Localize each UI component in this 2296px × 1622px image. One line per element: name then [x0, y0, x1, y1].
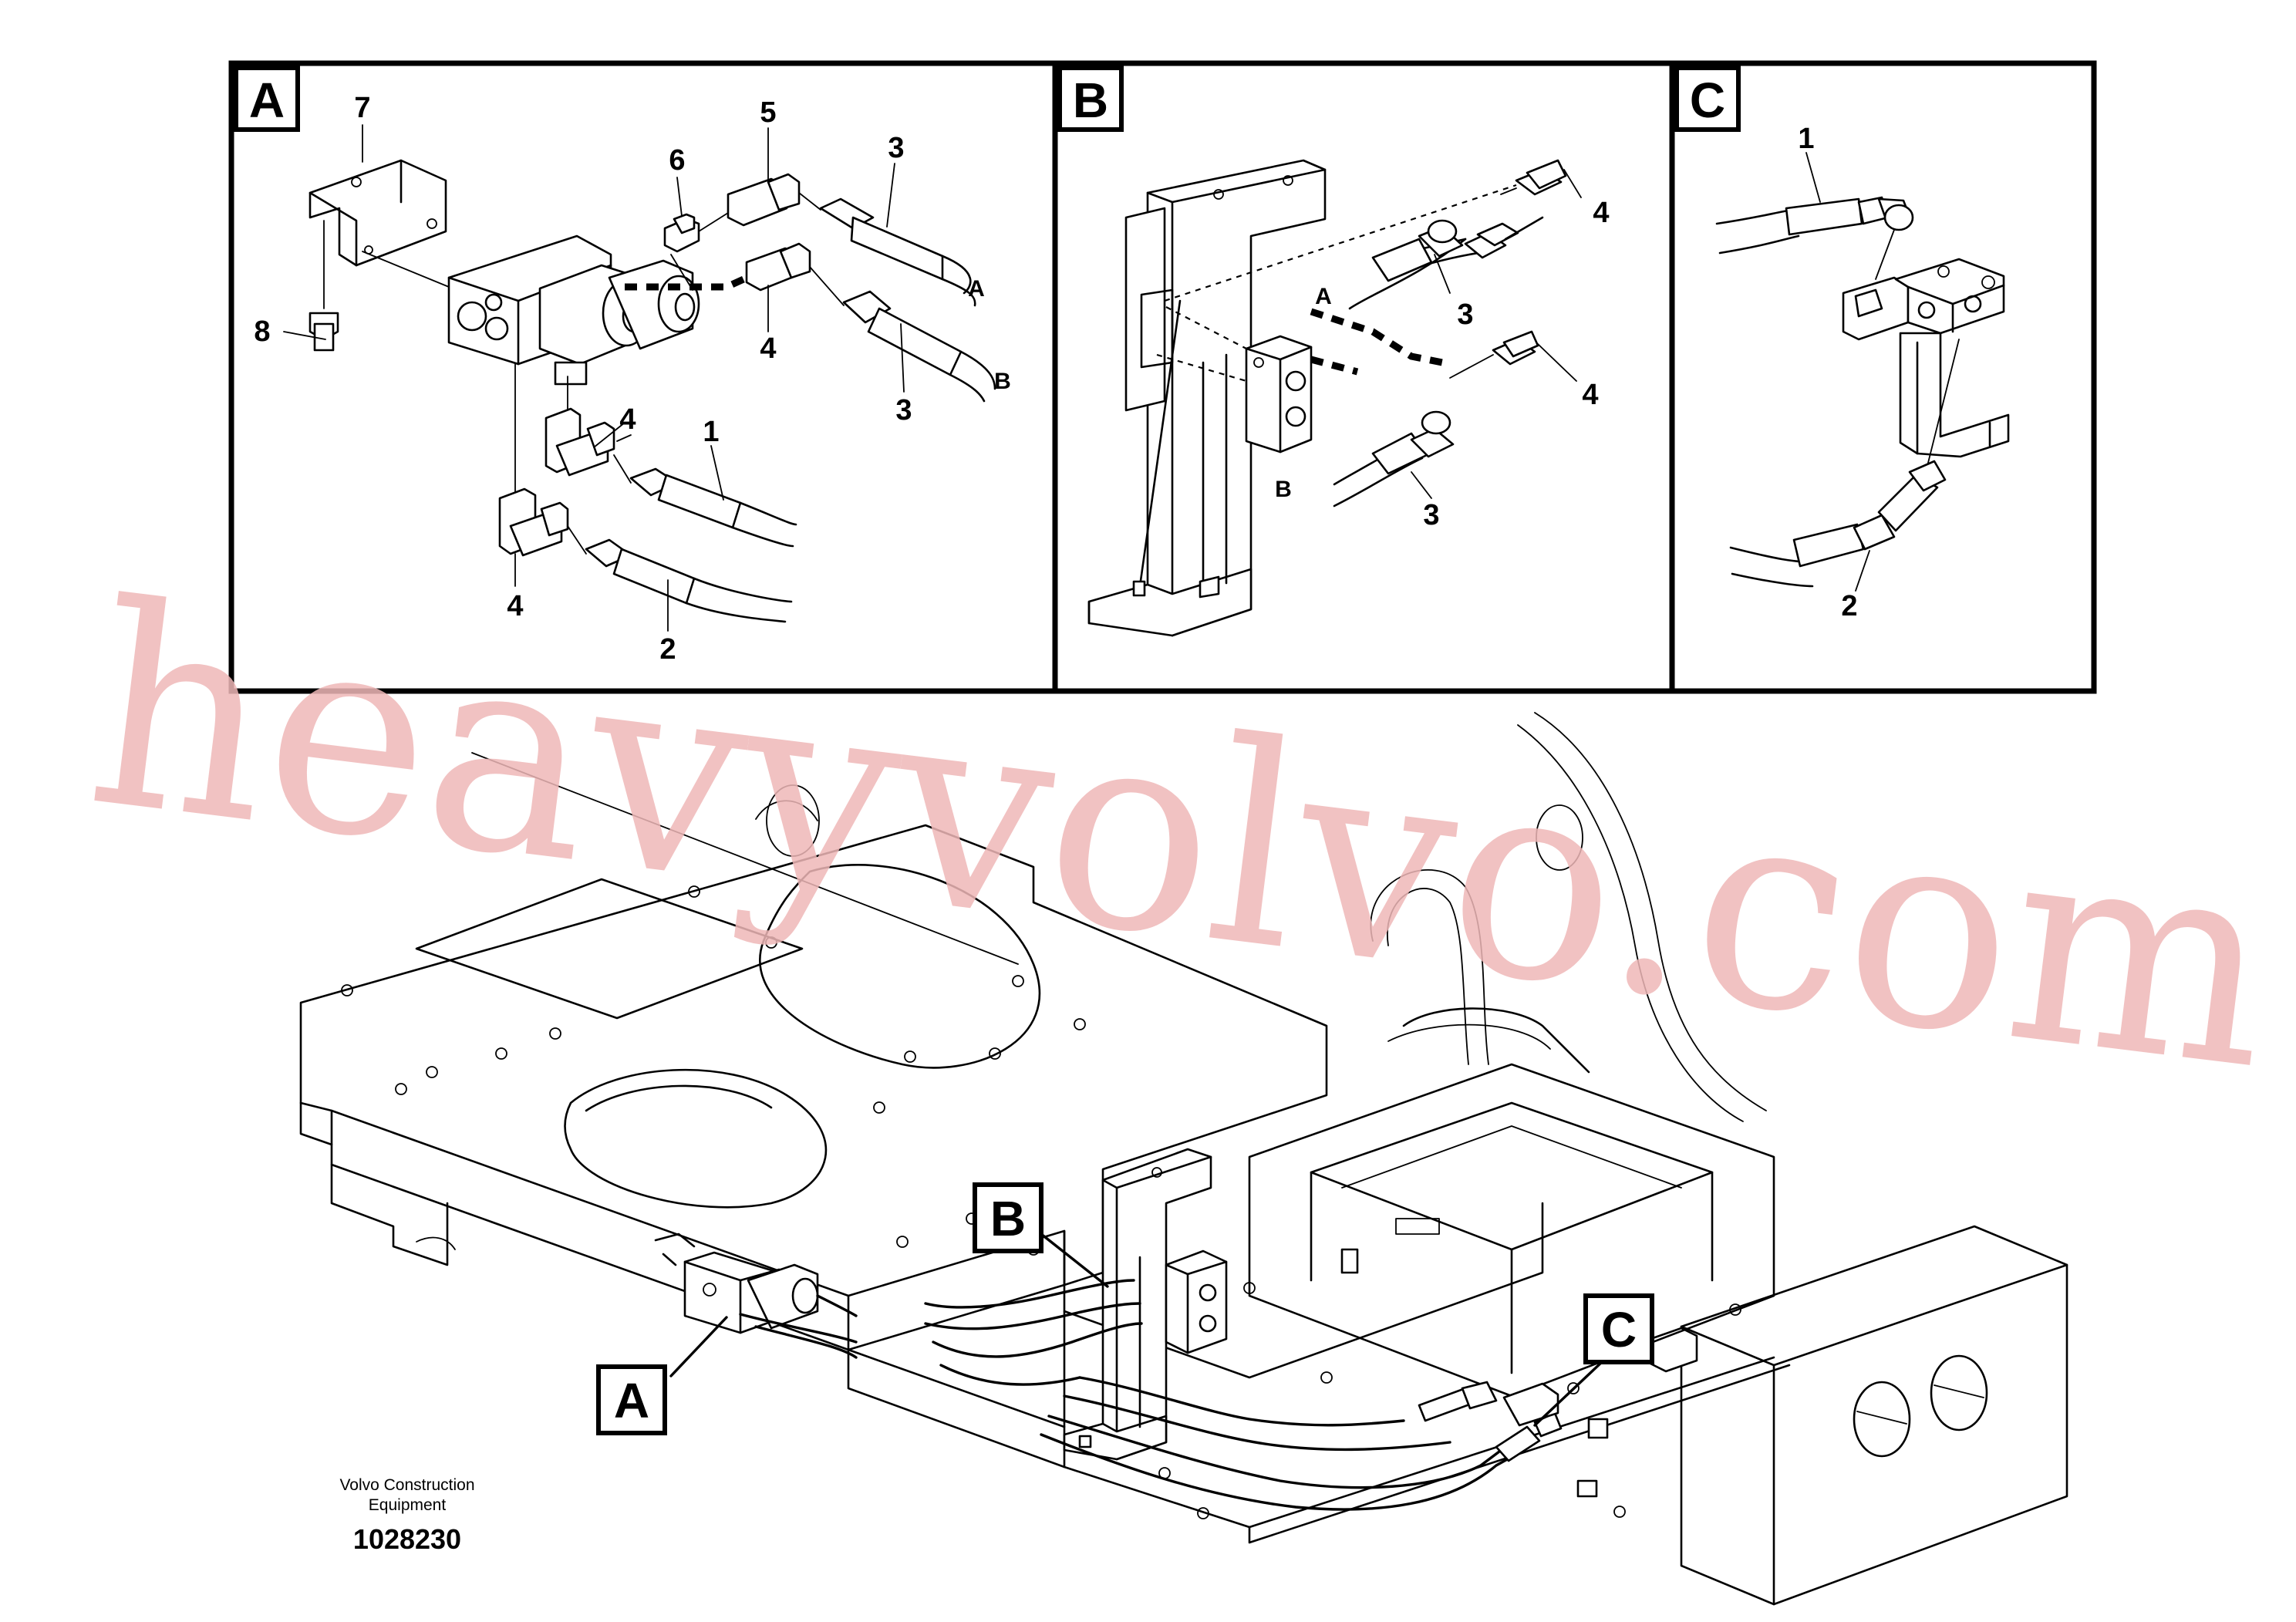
panel-c-callout-2: 2	[1841, 590, 1857, 622]
panel-a-drawing: A B	[254, 92, 1010, 666]
panel-a-callout-2: 2	[659, 633, 676, 666]
hose-part-2	[567, 525, 793, 632]
overview-tag-a: A	[596, 1364, 667, 1435]
bolt-part-8	[308, 220, 339, 352]
panel-tag-c-text: C	[1690, 73, 1725, 128]
hose-part-1-c	[1715, 152, 1914, 280]
elbow-fitting-part-4-upper	[745, 242, 811, 332]
overview-tag-b: B	[973, 1182, 1043, 1253]
panel-b-port-label-b: B	[1275, 477, 1292, 502]
panel-b-callout-3-lower: 3	[1423, 499, 1439, 531]
panel-b-hidden-line-a	[1310, 308, 1443, 366]
hose-part-1	[613, 445, 797, 548]
panel-b-hidden-line-b	[1310, 356, 1359, 376]
hose-part-2-c	[1729, 460, 1947, 592]
panel-a-callout-3-lower: 3	[895, 394, 912, 427]
elbow-fitting-part-4-lower	[498, 487, 569, 587]
panel-c-drawing: 1 2	[1715, 123, 2010, 622]
hose-bundle	[739, 1279, 1563, 1511]
hose-part-3-lower-b	[1333, 410, 1455, 508]
panel-a-callout-1: 1	[703, 416, 719, 448]
panel-a-callout-3-upper: 3	[888, 132, 904, 164]
mounting-bracket-b	[1087, 159, 1327, 637]
panel-a-callout-4-upper: 4	[760, 332, 776, 365]
panel-a-callout-8: 8	[254, 315, 270, 348]
panel-a-hidden-line	[625, 269, 759, 291]
panel-b-callout-3-upper: 3	[1457, 298, 1473, 331]
adapter-part-4-lower-b	[1449, 330, 1577, 382]
frame-holes	[341, 885, 1741, 1519]
panel-c-callout-1: 1	[1798, 123, 1814, 155]
leader-a	[669, 1316, 728, 1378]
solenoid-coils	[538, 259, 700, 386]
elbow-fitting-part-5	[698, 127, 801, 232]
panel-a-port-label-b: B	[994, 369, 1011, 394]
valve-block-c	[1842, 258, 2005, 341]
panel-tag-a: A	[234, 66, 300, 132]
overview-tag-a-text: A	[614, 1373, 649, 1428]
panel-a-callout-7: 7	[354, 92, 370, 124]
bracket-part-7	[308, 159, 447, 267]
publisher-line-2: Equipment	[369, 1496, 447, 1514]
panel-a-callout-5: 5	[760, 96, 776, 129]
adapter-part-6	[663, 177, 700, 253]
panel-b-callout-4-upper: 4	[1593, 197, 1609, 229]
panel-tag-b-text: B	[1073, 73, 1108, 128]
panel-a-callout-4-lower: 4	[507, 590, 523, 622]
panel-tag-c: C	[1674, 66, 1741, 132]
hose-part-3-lower	[809, 266, 996, 403]
panel-b-port-label-a: A	[1315, 284, 1332, 309]
overview-tag-c-text: C	[1601, 1302, 1637, 1357]
panel-a-port-label-a: A	[968, 276, 985, 302]
panel-b-callout-4-lower: 4	[1582, 379, 1598, 411]
panel-b-drawing: A B 4 3 4 3	[1087, 159, 1610, 637]
overview-tag-c: C	[1583, 1293, 1654, 1364]
panel-a-callout-6: 6	[669, 144, 685, 177]
overview-tag-b-text: B	[990, 1191, 1026, 1246]
publisher-line-1: Volvo Construction	[339, 1476, 474, 1494]
hose-part-3-upper-b	[1348, 216, 1544, 310]
machine-frame-overview	[299, 712, 2068, 1606]
drawing-reference-number: 1028230	[353, 1523, 461, 1555]
panel-tag-b: B	[1057, 66, 1124, 132]
panel-tag-a-text: A	[249, 73, 285, 128]
bracket-c	[1899, 332, 2010, 476]
hose-part-3-upper	[798, 163, 976, 307]
adapter-part-4-upper-b	[1164, 159, 1582, 302]
leader-b	[1040, 1233, 1109, 1288]
footer-block: Volvo Construction Equipment 1028230	[339, 1476, 474, 1555]
panel-a-callout-4-mid: 4	[619, 403, 636, 436]
valve-block-b	[1156, 306, 1313, 454]
elbow-fitting-part-4-mid	[544, 407, 632, 477]
